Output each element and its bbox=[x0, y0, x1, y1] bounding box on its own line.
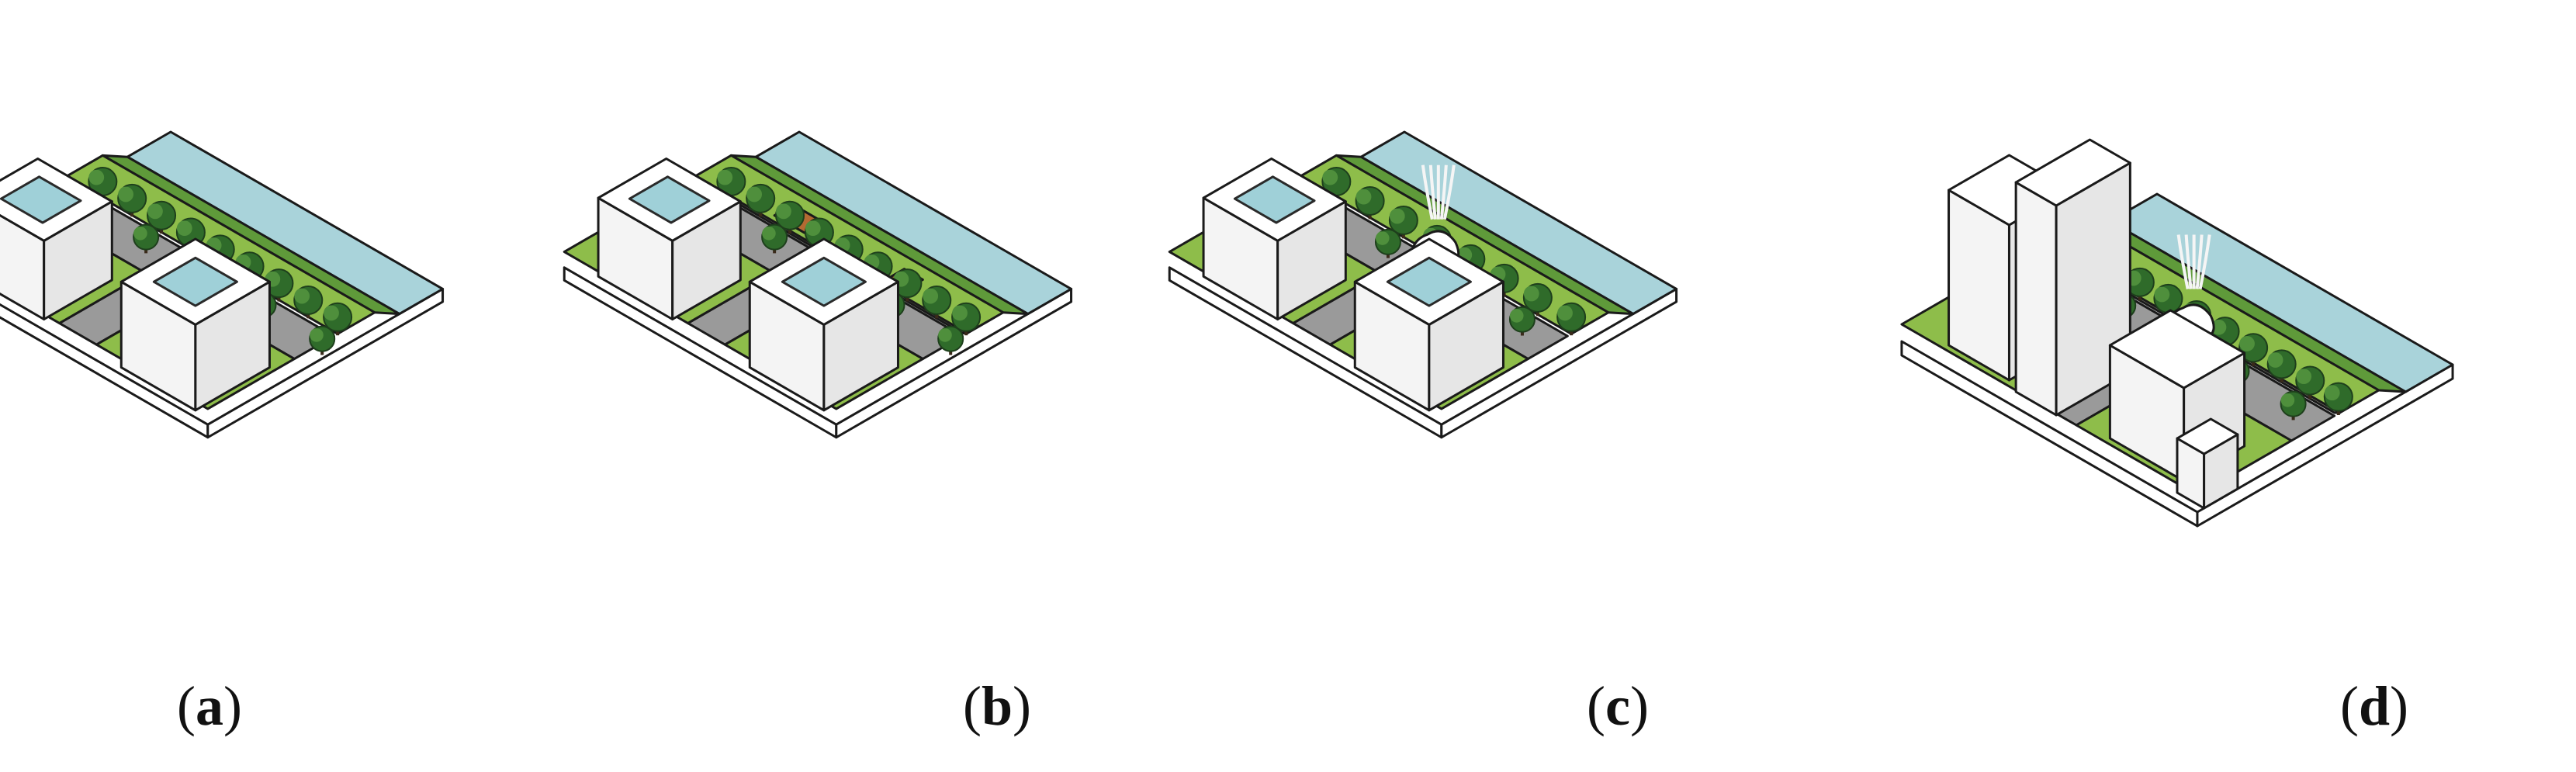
tree-highlight bbox=[88, 169, 105, 185]
tree-icon bbox=[2295, 365, 2325, 399]
building-icon bbox=[119, 237, 271, 412]
tree-icon bbox=[1508, 306, 1536, 336]
tree-icon bbox=[133, 223, 160, 254]
reed-blade bbox=[2184, 234, 2193, 289]
tree-icon bbox=[2280, 390, 2307, 421]
tree-icon bbox=[1374, 228, 1401, 258]
tree-icon bbox=[323, 302, 353, 336]
slab-side-face bbox=[1440, 287, 1678, 439]
roof-pool bbox=[628, 175, 711, 224]
reed-blade bbox=[2195, 234, 2204, 289]
panel-d-scene bbox=[1900, 138, 2454, 528]
building-icon bbox=[1202, 158, 1347, 320]
building-icon bbox=[2176, 417, 2239, 510]
tree-highlight bbox=[2154, 286, 2170, 303]
tree-highlight bbox=[147, 203, 163, 220]
tree-highlight bbox=[176, 220, 192, 237]
slab-side-face bbox=[206, 287, 445, 439]
tree-highlight bbox=[717, 169, 733, 185]
panel-b-scene bbox=[563, 130, 1073, 439]
reed-blade bbox=[1421, 164, 1434, 220]
reed-blade bbox=[1442, 164, 1456, 220]
tree-icon bbox=[716, 167, 746, 200]
tree-highlight bbox=[2239, 335, 2255, 351]
tree-icon bbox=[309, 325, 336, 355]
slab-side-face bbox=[835, 287, 1073, 439]
tree-icon bbox=[117, 183, 147, 217]
tree-highlight bbox=[133, 227, 147, 241]
building-roof bbox=[2176, 417, 2239, 455]
tree-highlight bbox=[2211, 319, 2227, 335]
tree-icon bbox=[2238, 333, 2269, 366]
tree-icon bbox=[1522, 282, 1553, 317]
tree-icon bbox=[2266, 349, 2297, 383]
tree-highlight bbox=[938, 328, 952, 342]
tree-icon bbox=[951, 302, 982, 336]
reed-icon bbox=[2176, 234, 2211, 289]
tree-highlight bbox=[1523, 286, 1539, 302]
tree-highlight bbox=[2280, 393, 2295, 407]
tree-icon bbox=[147, 200, 177, 234]
tree-highlight bbox=[310, 328, 324, 342]
roof-pool bbox=[1386, 256, 1472, 307]
building-roof bbox=[2014, 138, 2131, 207]
reed-blade bbox=[1439, 164, 1448, 220]
tree-highlight bbox=[1375, 231, 1390, 245]
tree-highlight bbox=[2267, 352, 2283, 368]
slab-side-face bbox=[2196, 363, 2454, 528]
tree-icon bbox=[1556, 302, 1587, 336]
building-icon bbox=[748, 237, 899, 412]
tree-highlight bbox=[294, 288, 310, 304]
tree-highlight bbox=[1356, 189, 1372, 205]
tree-highlight bbox=[776, 203, 791, 220]
tree-icon bbox=[746, 183, 776, 217]
tree-icon bbox=[1388, 205, 1418, 239]
reed-blade bbox=[1428, 164, 1437, 220]
tree-highlight bbox=[2296, 369, 2312, 384]
tree-highlight bbox=[1557, 305, 1573, 321]
tree-highlight bbox=[923, 288, 939, 304]
building-roof bbox=[2108, 309, 2246, 389]
tree-highlight bbox=[952, 305, 968, 321]
tree-highlight bbox=[1322, 169, 1338, 185]
tree-icon bbox=[293, 285, 324, 319]
panel-label-c: (c) bbox=[1587, 675, 1649, 737]
tree-icon bbox=[892, 268, 923, 302]
building-icon bbox=[1353, 237, 1504, 412]
panel-a-scene bbox=[0, 130, 445, 439]
tree-icon bbox=[1355, 185, 1385, 220]
tree-icon bbox=[761, 223, 788, 254]
tree-highlight bbox=[746, 186, 763, 203]
roof-pool bbox=[781, 256, 867, 307]
building-left-face bbox=[2014, 181, 2058, 417]
building-icon bbox=[597, 158, 742, 320]
tree-icon bbox=[1321, 167, 1352, 200]
reed-blade bbox=[2176, 234, 2190, 289]
roof-pool bbox=[1233, 175, 1316, 224]
tree-highlight bbox=[805, 220, 821, 237]
reed-blade bbox=[2198, 234, 2211, 289]
tree-highlight bbox=[1389, 208, 1405, 224]
panel-label-a: (a) bbox=[177, 675, 242, 737]
roof-pool bbox=[0, 175, 82, 224]
tree-highlight bbox=[324, 305, 339, 321]
tree-icon bbox=[2323, 382, 2353, 415]
panel-label-b: (b) bbox=[962, 675, 1031, 737]
tree-highlight bbox=[762, 227, 776, 241]
tree-highlight bbox=[118, 186, 134, 203]
tree-icon bbox=[88, 167, 118, 200]
tree-icon bbox=[775, 200, 805, 234]
tree-highlight bbox=[2324, 385, 2340, 401]
reed-icon bbox=[1421, 164, 1456, 220]
building-icon bbox=[0, 158, 113, 320]
panel-label-d: (d) bbox=[2339, 675, 2408, 737]
tree-icon bbox=[937, 325, 964, 355]
roof-pool bbox=[152, 256, 238, 307]
tree-highlight bbox=[1509, 309, 1524, 323]
panel-c-scene bbox=[1168, 130, 1678, 439]
tree-icon bbox=[922, 285, 952, 319]
